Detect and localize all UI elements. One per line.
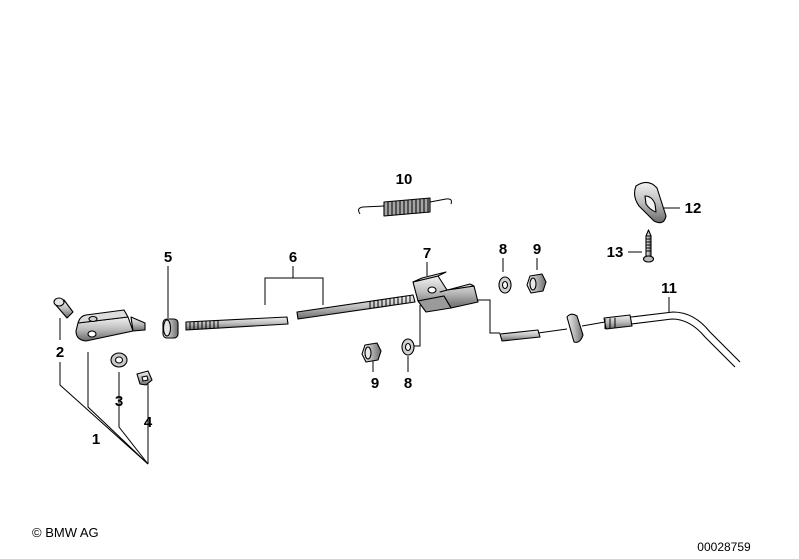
clip-part — [136, 370, 153, 386]
clevis-part — [75, 309, 146, 342]
callout-12: 12 — [685, 200, 702, 217]
callout-3: 3 — [115, 393, 123, 410]
cable-bracket-part — [633, 181, 667, 224]
screw-part — [642, 229, 655, 263]
callout-5: 5 — [164, 249, 172, 266]
callout-2: 2 — [56, 344, 64, 361]
callout-6: 6 — [289, 249, 297, 266]
washer-bottom-part — [401, 338, 415, 356]
nut-part — [162, 318, 179, 339]
callout-13: 13 — [607, 244, 624, 261]
callout-10: 10 — [396, 171, 413, 188]
spring-part — [358, 197, 452, 217]
leader-lines — [59, 207, 680, 465]
nut-top-part — [526, 273, 547, 294]
callout-8-top: 8 — [499, 241, 507, 258]
callout-8-bottom: 8 — [404, 375, 412, 392]
image-number: 00028759 — [697, 540, 751, 554]
callout-labels: 1 2 3 4 5 6 7 8 9 10 11 12 13 9 8 — [56, 171, 702, 448]
pin-part — [53, 297, 74, 319]
threaded-rod-part — [185, 294, 416, 331]
callout-11: 11 — [661, 280, 677, 297]
washer-part — [110, 352, 128, 368]
nut-bottom-part — [361, 342, 382, 363]
washer-top-part — [498, 276, 512, 294]
callout-9-bottom: 9 — [371, 375, 379, 392]
callout-4: 4 — [144, 414, 153, 431]
yoke-part — [412, 271, 479, 313]
callout-7: 7 — [423, 245, 431, 262]
callout-9-top: 9 — [533, 241, 541, 258]
callout-1: 1 — [92, 431, 100, 448]
cable-part — [499, 311, 741, 368]
copyright-text: © BMW AG — [32, 525, 99, 540]
